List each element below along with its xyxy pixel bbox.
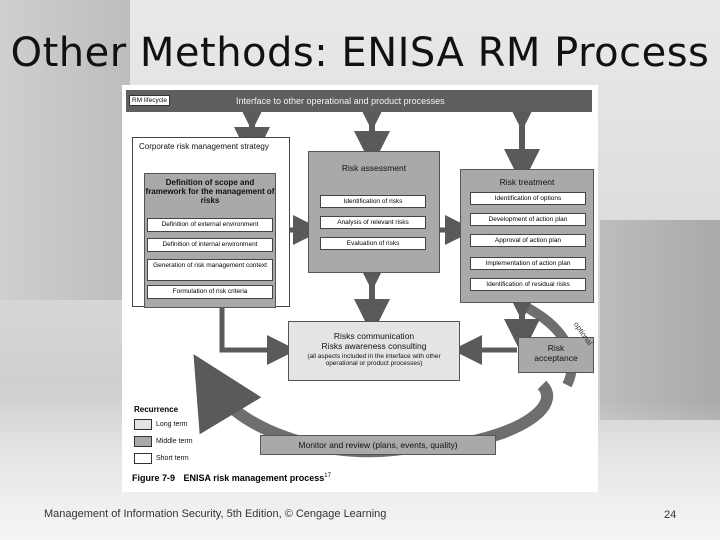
legend-swatch-short xyxy=(134,453,152,464)
rm-lifecycle-label: RM lifecycle xyxy=(129,95,171,107)
background-building-left xyxy=(0,0,130,300)
enisa-figure: RM lifecycle Interface to other operatio… xyxy=(122,85,598,492)
risk-acceptance-box: Risk acceptance xyxy=(518,337,594,373)
assessment-item-evaluation: Evaluation of risks xyxy=(320,237,426,250)
assessment-item-identification: Identification of risks xyxy=(320,195,426,208)
definition-scope-title: Definition of scope and framework for th… xyxy=(145,178,275,206)
figure-caption: Figure 7-9 ENISA risk management process… xyxy=(132,473,331,483)
scope-item-context: Generation of risk management context xyxy=(147,259,273,281)
assessment-item-analysis: Analysis of relevant risks xyxy=(320,216,426,229)
communication-line2: Risks awareness consulting xyxy=(321,340,427,351)
scope-item-internal: Definition of internal environment xyxy=(147,238,273,252)
caption-text: ENISA risk management process xyxy=(183,473,325,483)
legend-title: Recurrence xyxy=(134,405,179,414)
treatment-item-approval: Approval of action plan xyxy=(470,234,586,247)
arrow-scope-communication xyxy=(219,305,297,365)
treatment-item-development: Development of action plan xyxy=(470,213,586,226)
scope-item-external: Definition of external environment xyxy=(147,218,273,232)
monitor-review-label: Monitor and review (plans, events, quali… xyxy=(298,440,458,450)
risk-assessment-title: Risk assessment xyxy=(341,163,407,173)
footer-text: Management of Information Security, 5th … xyxy=(44,508,387,520)
scope-item-criteria: Formulation of risk criteria xyxy=(147,285,273,299)
risk-assessment-box: Risk assessment xyxy=(308,151,440,273)
treatment-item-options: Identification of options xyxy=(470,192,586,205)
risks-communication-box: Risks communication Risks awareness cons… xyxy=(288,321,460,381)
communication-line1: Risks communication xyxy=(333,331,415,341)
risk-acceptance-label: Risk acceptance xyxy=(534,343,578,363)
caption-superscript: 17 xyxy=(324,473,331,479)
interface-bar-label: Interface to other operational and produ… xyxy=(236,96,445,106)
legend-label-long: Long term xyxy=(156,421,188,428)
caption-label: Figure 7-9 xyxy=(132,473,176,483)
monitor-review-box: Monitor and review (plans, events, quali… xyxy=(260,435,496,455)
legend-label-middle: Middle term xyxy=(156,438,193,445)
treatment-item-residual: Identification of residual risks xyxy=(470,278,586,291)
background-building-right xyxy=(600,220,720,420)
page-number: 24 xyxy=(664,509,677,521)
legend-swatch-middle xyxy=(134,436,152,447)
slide-title: Other Methods: ENISA RM Process xyxy=(10,30,710,76)
communication-note: (all aspects included in the interface w… xyxy=(307,352,441,367)
interface-bar: RM lifecycle Interface to other operatio… xyxy=(126,90,592,112)
corporate-strategy-label: Corporate risk management strategy xyxy=(139,142,269,151)
legend-swatch-long xyxy=(134,419,152,430)
treatment-item-implementation: Implementation of action plan xyxy=(470,257,586,270)
risk-treatment-title: Risk treatment xyxy=(499,177,555,187)
legend-label-short: Short term xyxy=(156,455,189,462)
